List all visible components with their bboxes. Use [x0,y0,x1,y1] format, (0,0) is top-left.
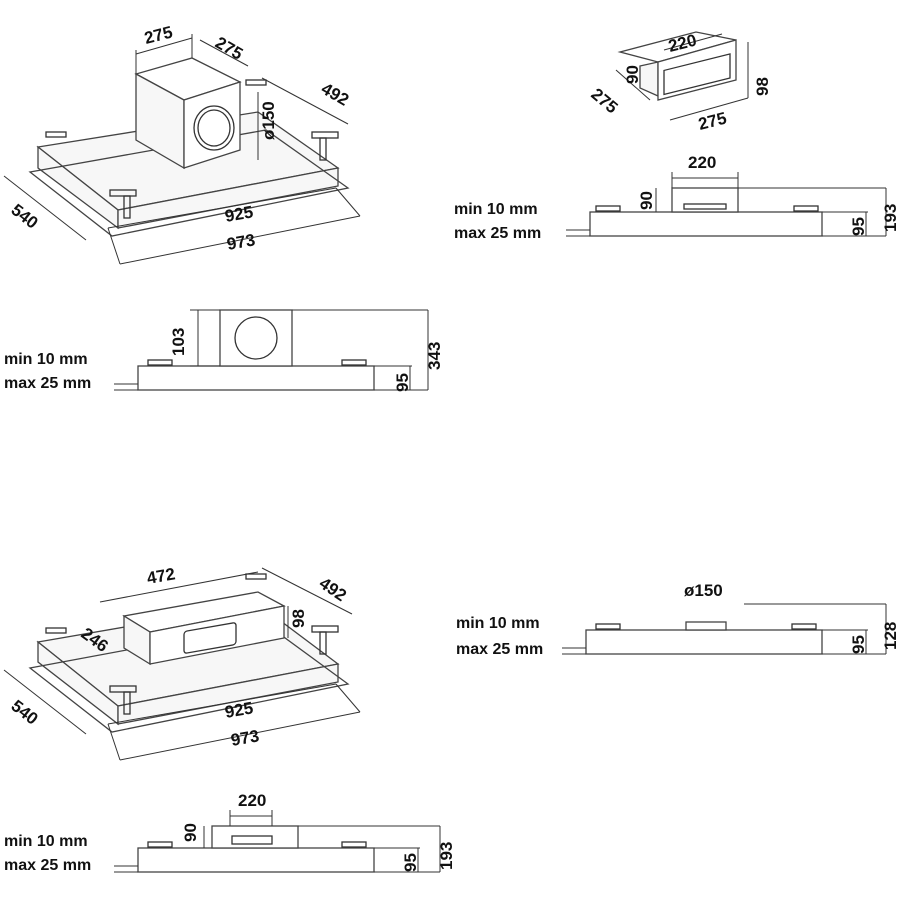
hood-body [585,629,823,655]
label-min: min 10 mm [4,351,88,368]
iso-view-top-left: 275 275 492 ø150 540 925 973 [3,23,361,265]
dim-depth-outer: 492 [316,574,350,606]
mount-bracket [45,627,67,634]
dim-inner-length: 925 [223,202,254,226]
side-view-2: 103 min 10 mm max 25 mm 95 343 [4,309,444,392]
hood-body [137,365,375,391]
hood-base-side [117,167,339,229]
dim-side-depth: 540 [8,696,42,728]
dim-outer-length: 973 [229,726,260,750]
dim-box-depth: 275 [212,33,246,64]
label-max: max 25 mm [454,225,541,242]
hood-body [137,847,375,873]
mount-bracket [109,685,137,715]
duct-outlet-circle [234,316,278,360]
round-duct-collar [685,621,727,631]
duct-adapter [211,825,299,849]
mount-bracket [109,189,137,219]
mount-bracket [311,131,339,161]
hood-base-side [117,663,339,725]
dim-body-height: 95 [401,853,420,872]
label-min: min 10 mm [454,201,538,218]
mount-bracket [245,79,267,86]
dim-total-height: 128 [881,622,900,650]
dim-adapter-height: 90 [623,65,642,84]
dim-duct-diameter: ø150 [684,581,723,600]
mount-bracket [311,625,339,655]
bracket [595,205,621,212]
dim-adapter-depth: 275 [587,85,621,118]
dim-total-height: 193 [881,204,900,232]
dim-box-height: 103 [169,328,188,356]
label-max: max 25 mm [4,857,91,874]
label-max: max 25 mm [4,375,91,392]
motor-box [219,309,293,367]
duct-outlet-circle [193,105,235,151]
hood-body [589,211,823,237]
adapter-outlet [663,53,731,96]
dim-adapter-length: 275 [696,109,728,134]
bracket [147,359,173,366]
dim-top-height: 90 [637,191,656,210]
bracket [341,841,367,848]
side-view-4: 220 90 min 10 mm max 25 mm 95 193 [4,791,456,874]
bracket [595,623,621,630]
duct-outlet [183,622,237,654]
dim-top-width: 220 [688,153,716,172]
label-max: max 25 mm [456,641,543,658]
bracket [791,623,817,630]
label-min: min 10 mm [456,615,540,632]
bracket [147,841,173,848]
label-min: min 10 mm [4,833,88,850]
adapter-front [639,61,659,98]
iso-view-bottom-left: 472 492 98 246 540 925 973 [3,564,361,761]
dim-body-height: 95 [849,217,868,236]
dim-body-height: 95 [393,373,412,392]
dim-duct-height: 98 [289,609,308,628]
side-view-1: 220 90 min 10 mm max 25 mm 95 193 [454,153,900,242]
iso-view-top-right: 220 90 275 275 98 [587,31,772,134]
dim-depth-outer: 492 [318,79,352,110]
dim-duct-diameter: ø150 [259,101,278,140]
dim-outer-length: 973 [225,230,256,254]
side-view-3: ø150 min 10 mm max 25 mm 95 128 [456,581,900,658]
dim-adapter-height-2: 98 [753,77,772,96]
bracket [793,205,819,212]
dim-total-height: 343 [425,342,444,370]
dim-duct-length: 472 [145,564,176,588]
adapter-side [657,39,737,101]
dim-total-height: 193 [437,842,456,870]
mount-bracket [245,573,267,580]
dim-top-width: 220 [238,791,266,810]
duct-adapter [671,187,739,213]
dim-side-depth: 540 [8,200,42,232]
dim-body-height: 95 [849,635,868,654]
dim-top-height: 90 [181,823,200,842]
mount-bracket [45,131,67,138]
bracket [341,359,367,366]
dim-inner-length: 925 [223,698,254,722]
